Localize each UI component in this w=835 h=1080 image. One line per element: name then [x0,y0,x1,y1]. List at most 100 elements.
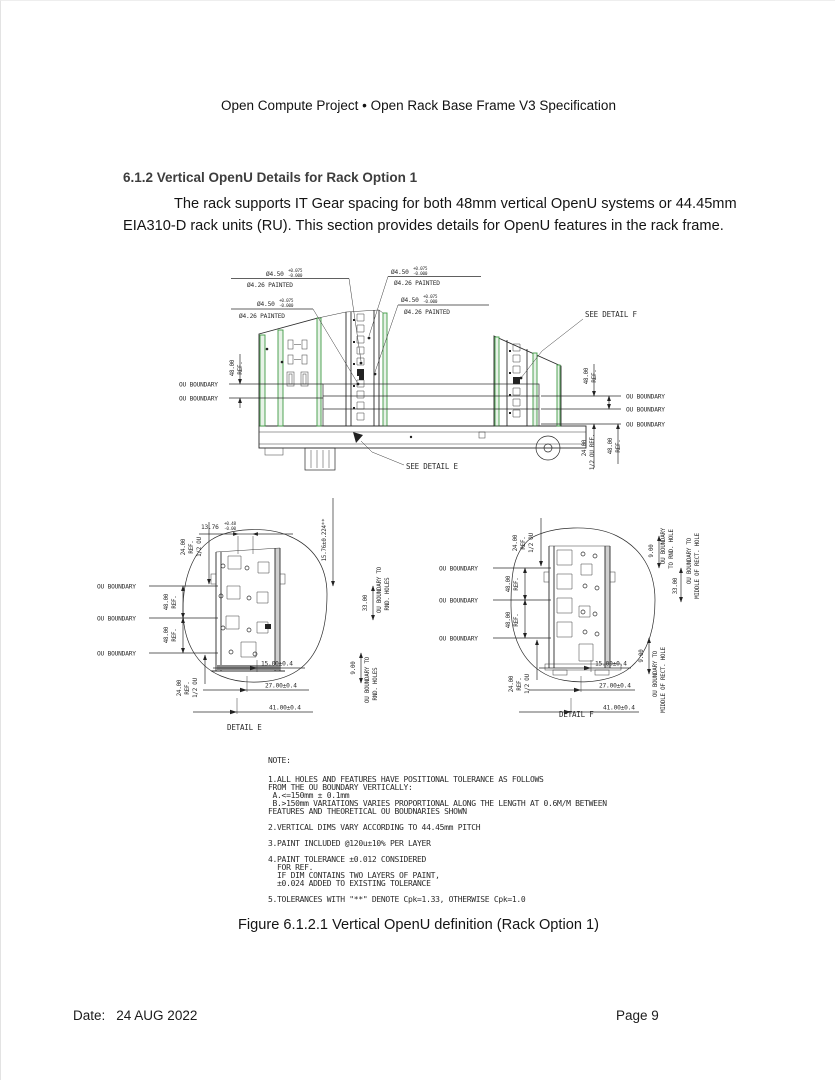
dim-48-label: 48.00 [584,367,590,384]
ou-boundary-label: OU BOUNDARY [626,394,665,401]
figure-caption: Figure 6.1.2.1 Vertical OpenU definition… [238,917,599,933]
dim-1576-label: 15.76±0.224** [322,518,328,561]
dim-24-label: 24.00 [513,534,519,551]
hole-tol-up: +0.075 [423,294,438,300]
detail-e-plate [210,547,286,672]
dim-48-label: 48.00 [230,359,236,376]
dim-1376-label: 13.76 [201,524,219,531]
hole-painted-label: Ø4.26 PAINTED [239,312,285,320]
note-line: FROM THE OU BOUNDARY VERTICALLY: [268,783,413,792]
see-detail-f-label: SEE DETAIL F [585,310,637,319]
ou-boundary-label: OU BOUNDARY [439,598,478,605]
hole-painted-label: Ø4.26 PAINTED [247,281,293,289]
hole-tol-dn: -0.000 [413,271,428,277]
dim-27-label: 27.00±0.4 [265,683,297,690]
half-ou-label: 1/2 OU [197,536,203,556]
page-header: Open Compute Project • Open Rack Base Fr… [221,98,616,113]
half-ou-ref-label: 1/2 OU REF. [590,434,596,470]
ou-boundary-label: OU BOUNDARY [97,616,136,623]
hole-dia-label: Ø4.50 [266,270,284,278]
ref-label: REF. [172,628,178,641]
half-ou-label: 1/2 OU [193,677,199,697]
mid-rect-hole-label: MIDDLE OF RECT. HOLE [661,646,667,713]
technical-drawing: OU BOUNDARY OU BOUNDARY 48.00 REF. OU BO… [97,266,701,732]
hole-tol-up: +0.075 [413,266,428,272]
note-line: ±0.024 ADDED TO EXISTING TOLERANCE [268,879,431,888]
ref-label: REF. [521,536,527,549]
ref-label: REF. [592,369,598,382]
hatched-band [322,383,540,427]
see-detail-e-label: SEE DETAIL E [406,462,458,471]
hole-tol-dn: -0.000 [288,273,303,279]
note-line: B.>150mm VARIATIONS VARIES PROPORTIONAL … [268,799,608,808]
bnd-to-label: OU BOUNDARY TO [687,537,693,584]
dim-1376-tol-up: +0.48 [224,521,237,527]
hole-painted-label: Ø4.26 PAINTED [404,308,450,316]
right-wall-geometry [493,335,562,427]
hole-dia-label: Ø4.50 [257,300,275,308]
dim-24-label: 24.00 [509,675,515,692]
hole-painted-label: Ø4.26 PAINTED [394,279,440,287]
hole-callout-2: Ø4.50 +0.075 -0.000 Ø4.26 PAINTED [367,266,481,340]
hole-tol-up: +0.075 [288,268,303,274]
hole-callout-3: Ø4.50 +0.075 -0.000 Ø4.26 PAINTED [231,298,360,386]
dim-24-label: 24.00 [181,538,187,555]
note-line: 3.PAINT INCLUDED @120u±10% PER LAYER [268,839,431,848]
dim-41-label: 41.00±0.4 [269,705,301,712]
footer-page-number: Page 9 [616,1008,659,1023]
dim-9-label: 9.00 [649,544,655,558]
hole-tol-dn: -0.000 [423,299,438,305]
ou-boundary-label: OU BOUNDARY [179,382,218,389]
dim-9-label: 9.00 [351,661,357,675]
hole-callout-1: Ø4.50 +0.075 -0.000 Ø4.26 PAINTED [231,268,363,365]
paragraph-line-2: EIA310-D rack units (RU). This section p… [123,218,724,234]
detail-e-view: 13.76 +0.48 -0.00 15.76±0.224** 24.00 RE… [97,498,391,732]
bnd-to-label: OU BOUNDARY TO [653,650,659,697]
ref-label: REF. [514,577,520,590]
dim-33-label: 33.00 [673,577,679,594]
hole-dia-label: Ø4.50 [391,268,409,276]
note-line: FOR REF. [268,863,314,872]
paragraph-line-1: The rack supports IT Gear spacing for bo… [174,196,737,212]
rnd-holes-label: RND. HOLES [373,667,379,701]
bnd-to-label: OU BOUNDARY TO [365,656,371,703]
detail-f-view: 24.00 REF. 1/2 OU 9.00 OU BOUNDARY TO RN… [439,518,701,719]
hole-tol-up: +0.075 [279,298,294,304]
note-line: A.<=150mm ± 0.1mm [268,791,350,800]
ref-label: REF. [189,540,195,553]
ref-label: REF. [185,681,191,694]
ou-boundary-label: OU BOUNDARY [439,566,478,573]
rnd-holes-label: RND. HOLES [385,577,391,611]
footer-date: Date:24 AUG 2022 [73,1008,197,1023]
ref-label: REF. [517,677,523,690]
note-line: IF DIM CONTAINS TWO LAYERS OF PAINT, [268,871,440,880]
mid-rect-hole-label: MIDDLE OF RECT. HOLE [695,532,701,599]
ou-boundary-label: OU BOUNDARY [97,651,136,658]
ref-label: REF. [616,439,622,452]
date-value: 24 AUG 2022 [116,1008,198,1023]
ref-label: REF. [514,613,520,626]
dim-48-label: 48.00 [608,437,614,454]
ou-boundary-label: OU BOUNDARY [626,407,665,414]
dim-9-label: 9.00 [639,649,645,663]
hole-dia-label: Ø4.50 [401,296,419,304]
to-rnd-hole-label: TO RND. HOLE [669,529,675,569]
note-line: 5.TOLERANCES WITH "**" DENOTE Cpk=1.33, … [268,895,526,904]
bnd-to-label: OU BOUNDARY TO [377,566,383,613]
ou-boundary-label: OU BOUNDARY [626,422,665,429]
dim-24-label: 24.00 [582,439,588,456]
ou-boundary-label: OU BOUNDARY [179,396,218,403]
main-assembly-view: OU BOUNDARY OU BOUNDARY 48.00 REF. OU BO… [179,266,665,471]
note-line: FEATURES AND THEORETICAL OU BOUDNARIES S… [268,807,467,816]
section-heading: 6.1.2 Vertical OpenU Details for Rack Op… [123,170,418,185]
body-paragraph: The rack supports IT Gear spacing for bo… [123,193,763,237]
ou-boundary-label: OU BOUNDARY [439,636,478,643]
dim-41-label: 41.00±0.4 [603,705,635,712]
ref-label: REF. [238,361,244,374]
detail-e-caption: DETAIL E [227,723,262,732]
center-post-geometry [317,309,388,427]
note-title: NOTE: [268,756,291,765]
left-wall-geometry [258,317,322,427]
hole-tol-dn: -0.000 [279,303,294,309]
